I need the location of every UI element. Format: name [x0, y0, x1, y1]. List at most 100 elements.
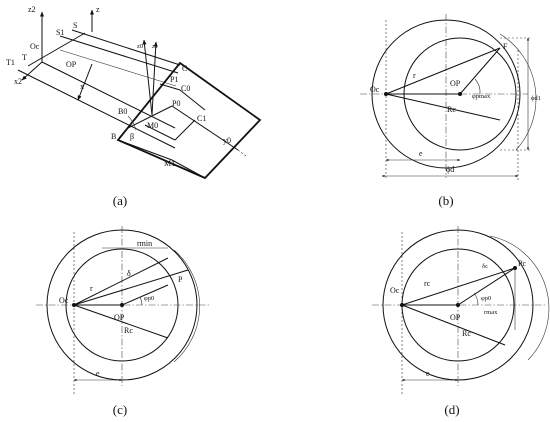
- label-z1: z1: [152, 43, 158, 50]
- edge-Oc: [41, 61, 176, 129]
- axis-z1: [151, 41, 158, 116]
- outer-arc: [499, 33, 537, 151]
- label-rmin: rmin: [137, 239, 152, 248]
- edge-mid: [59, 49, 177, 87]
- panel-a: z2 z Oc S1 S T T1 x2 OP x z0 z1 C P1 C0 …: [6, 5, 262, 208]
- angle-arc: [139, 296, 143, 306]
- edge-S: [71, 29, 181, 66]
- label-beta: β: [130, 132, 134, 141]
- label-phi-pmax: φpmax: [472, 93, 491, 100]
- point-OP: [456, 303, 460, 307]
- label-d: ϕd: [446, 165, 454, 174]
- label-T1: T1: [6, 58, 15, 67]
- label-e: e: [96, 369, 100, 378]
- point-Oc: [400, 303, 404, 307]
- label-P: P: [178, 275, 183, 284]
- label-Rc: Rc: [447, 105, 456, 114]
- radius-Rc: [401, 304, 506, 346]
- label-C: C: [182, 64, 187, 73]
- label-Rc: Rc: [462, 329, 471, 338]
- edge-T1: [17, 69, 176, 149]
- point-OP: [120, 303, 124, 307]
- label-P1: P1: [170, 75, 178, 84]
- label-S: S: [73, 21, 77, 30]
- panel-c: rmin δ r Oc φp0 P OP Rc e (c): [36, 226, 210, 417]
- label-Oc: Oc: [390, 286, 400, 295]
- ray-P: [73, 269, 189, 306]
- label-Pc: Pc: [518, 259, 526, 268]
- caption-c: (c): [113, 402, 127, 417]
- label-r: r: [413, 71, 416, 80]
- label-B: B: [111, 132, 116, 141]
- label-Oc: Oc: [370, 85, 380, 94]
- label-delta-c: δc: [482, 263, 488, 270]
- label-phi-p0: φp0: [481, 295, 491, 302]
- radius-OP-F: [459, 47, 501, 95]
- axis-x: [77, 63, 93, 101]
- point-Oc: [384, 92, 388, 96]
- label-C1: C1: [197, 114, 206, 123]
- outer-arc: [173, 249, 200, 363]
- axis-x2: [21, 61, 43, 81]
- label-Oc: Oc: [59, 296, 69, 305]
- edge-T: [27, 32, 86, 67]
- angle-arc: [474, 78, 481, 95]
- radius-Rc: [385, 93, 501, 121]
- radius-Rc: [73, 304, 169, 339]
- edge-C0b: [179, 89, 206, 111]
- ray-rc: [401, 267, 516, 306]
- label-d1: ϕd1: [531, 95, 541, 102]
- edge-B0: [117, 127, 129, 141]
- caption-b: (b): [438, 193, 453, 208]
- edge-B0-P0: [127, 105, 173, 129]
- point-Oc: [72, 303, 76, 307]
- axis-y0-ext: [237, 149, 247, 157]
- radius-OP: [121, 284, 169, 306]
- label-Rc: Rc: [124, 326, 133, 335]
- block-outline: [116, 61, 262, 180]
- label-x2: x2: [14, 77, 22, 86]
- axis-y0: [171, 105, 239, 151]
- label-OP: OP: [114, 313, 125, 322]
- label-F: F: [503, 42, 508, 51]
- label-e: e: [419, 149, 423, 158]
- label-T: T: [22, 53, 27, 62]
- label-Oc: Oc: [30, 42, 40, 51]
- label-C0: C0: [181, 84, 190, 93]
- label-x: x: [80, 82, 84, 91]
- label-M0: M0: [147, 121, 158, 130]
- axis-z0: [142, 39, 153, 116]
- angle-arc: [473, 292, 479, 306]
- label-OP: OP: [450, 313, 461, 322]
- label-r: r: [90, 284, 93, 293]
- label-P0: P0: [172, 99, 180, 108]
- label-rmax: rmax: [484, 309, 498, 316]
- label-delta: δ: [127, 269, 131, 278]
- panel-d: Pc δc rc Oc OP φp0 rmax Rc e (d): [372, 226, 550, 417]
- label-rc: rc: [424, 279, 431, 288]
- caption-d: (d): [444, 402, 459, 417]
- edge-M1: [171, 159, 206, 179]
- label-S1: S1: [56, 28, 64, 37]
- caption-a: (a): [113, 193, 127, 208]
- label-y0: y0: [223, 136, 231, 145]
- label-OP: OP: [450, 79, 461, 88]
- label-z0: z0: [137, 43, 143, 50]
- radius-OP-Pc: [457, 267, 516, 306]
- edge-M0: [144, 124, 176, 141]
- label-e: e: [426, 369, 430, 378]
- label-B0: B0: [118, 107, 127, 116]
- label-phi-p0: φp0: [144, 295, 154, 302]
- label-M1: M1: [164, 159, 175, 168]
- edge-C0: [159, 83, 181, 91]
- ray-rmin: [73, 257, 169, 306]
- outer-arc: [489, 235, 550, 361]
- panel-b: F Oc r OP φpmax Rc ϕd1 e ϕd (b): [360, 14, 541, 208]
- label-OP: OP: [66, 60, 77, 69]
- label-z: z: [96, 5, 100, 14]
- radius-r: [385, 47, 501, 95]
- beta-arc: [127, 115, 137, 131]
- point-OP: [458, 92, 462, 96]
- label-z2: z2: [28, 5, 36, 14]
